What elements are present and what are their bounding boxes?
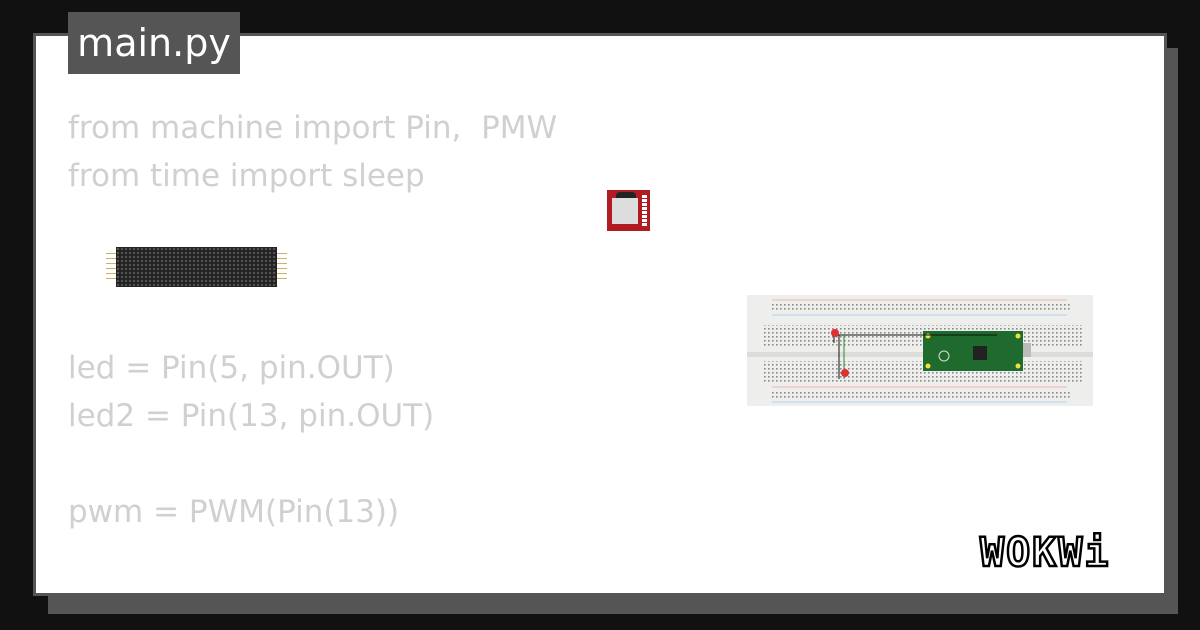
- led-matrix-component[interactable]: [116, 247, 277, 287]
- code-line: [68, 200, 557, 248]
- raspberry-pi-pico[interactable]: [923, 331, 1031, 371]
- matrix-pins-right: [277, 253, 287, 279]
- code-line: pwm = PWM(Pin(13)): [68, 494, 400, 530]
- matrix-pins-left: [106, 253, 116, 279]
- led-1[interactable]: [831, 329, 839, 337]
- breadboard-drawing: [747, 299, 1093, 403]
- code-line: from machine import Pin, PMW: [68, 110, 558, 146]
- svg-text:WOKWi: WOKWi: [980, 530, 1110, 576]
- code-line: [68, 296, 557, 344]
- sd-socket-top: [616, 192, 636, 199]
- power-rail-bottom: [772, 391, 1072, 399]
- code-text: from machine import Pin, PMW from time im…: [68, 104, 558, 593]
- sd-slot: [612, 198, 638, 224]
- code-line: led = Pin(5, pin.OUT): [68, 350, 395, 386]
- sd-pins: [642, 195, 647, 227]
- sd-card-module[interactable]: [607, 190, 650, 231]
- file-tab-label: main.py: [77, 21, 231, 65]
- wokwi-logo: WOKWi: [976, 528, 1151, 580]
- led-2[interactable]: [841, 369, 849, 377]
- preview-card: from machine import Pin, PMW from time im…: [33, 33, 1167, 596]
- code-line: [68, 536, 557, 584]
- power-rail-top: [772, 304, 1072, 312]
- code-line: pwm.freq(1000): [68, 584, 557, 593]
- terminal-strip-bottom: [762, 361, 1082, 383]
- file-tab[interactable]: main.py: [68, 12, 240, 74]
- code-line: [68, 440, 557, 488]
- code-line: led2 = Pin(13, pin.OUT): [68, 398, 435, 434]
- terminal-strip-top: [762, 325, 1082, 347]
- code-line: from time import sleep: [68, 158, 425, 194]
- breadboard[interactable]: [747, 295, 1093, 406]
- wokwi-logo-icon: WOKWi: [979, 529, 1110, 578]
